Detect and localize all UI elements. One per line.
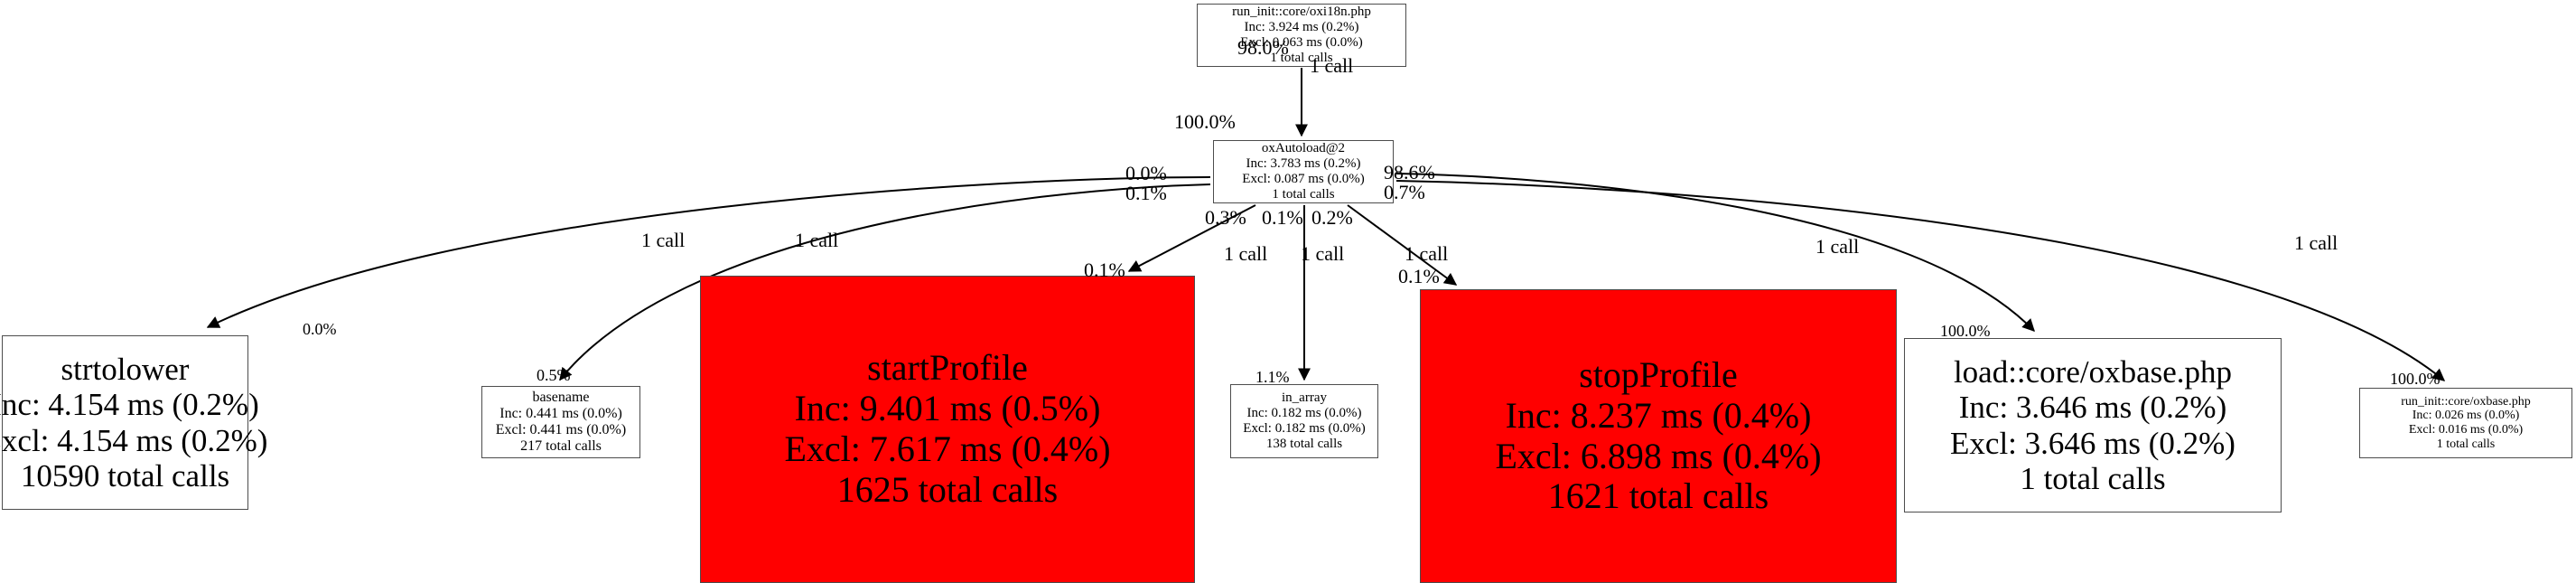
edge-label: 1 call [1310, 54, 1354, 77]
node-inc-stat: Inc: 0.182 ms (0.0%) [1246, 406, 1362, 421]
node-function-name: run_init::core/oxbase.php [2401, 394, 2531, 409]
edge-label: 100.0% [2390, 370, 2441, 388]
node-function-name: basename [532, 390, 590, 406]
node-calls-stat: 217 total calls [520, 437, 602, 454]
node-inc-stat: Inc: 9.401 ms (0.5%) [794, 388, 1101, 429]
edge-label: 0.1% [1125, 182, 1167, 204]
node-inc-stat: Inc: 3.924 ms (0.2%) [1244, 20, 1359, 35]
edge-label: 0.5% [537, 366, 571, 384]
edge-label: 1 call [1301, 242, 1345, 265]
node-function-name: load::core/oxbase.php [1953, 354, 2233, 390]
node-function-name: oxAutoload@2 [1261, 141, 1346, 156]
node-calls-stat: 1 total calls [2020, 460, 2166, 496]
edge-label: 1 call [1405, 242, 1449, 265]
node-inc-stat: Inc: 3.783 ms (0.2%) [1246, 156, 1361, 172]
edge-label: 1.1% [1255, 368, 1290, 386]
node-calls-stat: 1 total calls [2436, 437, 2496, 451]
edge-label: 0.0% [1125, 162, 1167, 184]
node-excl-stat: Excl: 3.646 ms (0.2%) [1950, 425, 2235, 461]
edge-label: 1 call [795, 229, 839, 251]
node-function-name: run_init::core/oxi18n.php [1232, 5, 1371, 20]
edge-label: 1 call [641, 229, 686, 251]
node-inc-stat: Inc: 3.646 ms (0.2%) [1958, 390, 2227, 426]
edge-label: 1 call [2294, 231, 2338, 254]
node-excl-stat: Excl: 0.441 ms (0.0%) [495, 422, 627, 437]
node-calls-stat: 1 total calls [1270, 50, 1333, 65]
node-function-name: stopProfile [1579, 353, 1738, 395]
node-excl-stat: Excl: 7.617 ms (0.4%) [784, 428, 1111, 469]
node-calls-stat: 10590 total calls [20, 457, 230, 494]
node-excl-stat: Excl: 0.016 ms (0.0%) [2408, 423, 2524, 437]
node-function-name: strtolower [61, 352, 190, 388]
edge-label: 0.3% [1205, 206, 1246, 229]
node-inc-stat: Inc: 8.237 ms (0.4%) [1505, 394, 1812, 436]
node-inc-stat: Inc: 0.441 ms (0.0%) [499, 406, 622, 422]
edge-label: 100.0% [1174, 110, 1236, 133]
node-function-name: in_array [1282, 390, 1327, 406]
node-inc-stat: Inc: 4.154 ms (0.2%) [0, 387, 259, 423]
edge-label: 0.2% [1311, 206, 1353, 229]
node-excl-stat: Excl: 0.063 ms (0.0%) [1240, 35, 1363, 50]
edge-label: 0.1% [1398, 265, 1440, 287]
edge-label: 98.6% [1384, 161, 1435, 183]
edge-label: 98.0% [1237, 36, 1289, 59]
node-excl-stat: Excl: 4.154 ms (0.2%) [0, 422, 268, 458]
edge-label: 0.7% [1384, 181, 1425, 203]
node-excl-stat: Excl: 0.182 ms (0.0%) [1243, 421, 1366, 436]
edge-label: 0.0% [303, 320, 337, 338]
node-calls-stat: 138 total calls [1265, 436, 1343, 451]
node-inc-stat: Inc: 0.026 ms (0.0%) [2412, 409, 2520, 423]
node-excl-stat: Excl: 6.898 ms (0.4%) [1495, 435, 1822, 476]
edge-label: 100.0% [1940, 322, 1991, 340]
edge-label: 1 call [1815, 235, 1860, 258]
node-function-name: startProfile [867, 347, 1028, 389]
node-calls-stat: 1621 total calls [1547, 475, 1769, 517]
edge-label: 0.1% [1262, 206, 1303, 229]
node-excl-stat: Excl: 0.087 ms (0.0%) [1242, 172, 1365, 186]
node-calls-stat: 1625 total calls [836, 468, 1059, 510]
edge-label: 0.1% [1084, 259, 1125, 281]
edge-label: 1 call [1224, 242, 1268, 265]
node-calls-stat: 1 total calls [1272, 186, 1335, 202]
